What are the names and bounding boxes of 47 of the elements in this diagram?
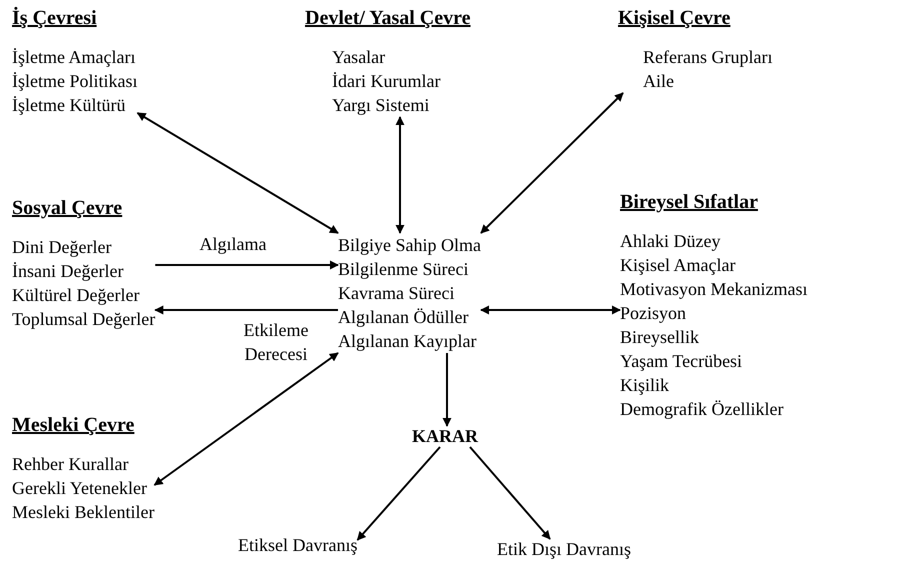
list-item: Kişilik: [620, 374, 670, 397]
arrow: [154, 352, 339, 486]
list-item: Algılanan Ödüller: [338, 306, 470, 329]
list-item: İdari Kurumlar: [332, 70, 442, 93]
list-item: Demografik Özellikler: [620, 398, 784, 421]
list-item: Gerekli Yetenekler: [12, 477, 148, 500]
list-item: Yargı Sistemi: [332, 94, 430, 117]
arrow: [480, 306, 621, 314]
group-heading: Bireysel Sıfatlar: [620, 190, 759, 214]
list-item: Ahlaki Düzey: [620, 230, 722, 253]
list-item: Bilgilenme Süreci: [338, 258, 470, 281]
list-item: Algılanan Kayıplar: [338, 330, 478, 353]
list-item: Toplumsal Değerler: [12, 308, 156, 331]
list-item: Motivasyon Mekanizması: [620, 278, 808, 301]
group-heading: Devlet/ Yasal Çevre: [305, 6, 471, 30]
group-heading: Sosyal Çevre: [12, 196, 124, 220]
group-heading: Kişisel Çevre: [618, 6, 732, 30]
arrow: [154, 306, 338, 314]
list-item: Bireysellik: [620, 326, 700, 349]
list-item: Mesleki Beklentiler: [12, 501, 154, 524]
arrow: [469, 446, 551, 540]
list-item: İşletme Politikası: [12, 70, 138, 93]
list-item: Bilgiye Sahip Olma: [338, 234, 481, 257]
list-item: Kişisel Amaçlar: [620, 254, 736, 277]
outcome-text: Etiksel Davranış: [238, 535, 358, 556]
list-item: Kültürel Değerler: [12, 284, 140, 307]
list-item: Referans Grupları: [643, 46, 772, 69]
list-item: İnsani Değerler: [12, 260, 124, 283]
arrow: [480, 92, 624, 234]
decision-text: KARAR: [412, 426, 478, 447]
group-heading: Mesleki Çevre: [12, 413, 136, 437]
arrow: [396, 116, 404, 234]
list-item: İşletme Kültürü: [12, 94, 126, 117]
list-item: Dini Değerler: [12, 236, 112, 259]
group-heading: İş Çevresi: [12, 6, 98, 30]
arrow: [136, 112, 339, 234]
list-item: İşletme Amaçları: [12, 46, 136, 69]
list-item: Yaşam Tecrübesi: [620, 350, 744, 373]
arrow: [442, 353, 452, 427]
list-item: Rehber Kurallar: [12, 453, 130, 476]
outcome-text: Etik Dışı Davranış: [497, 539, 631, 560]
list-item: Aile: [643, 70, 675, 93]
list-item: Pozisyon: [620, 302, 688, 325]
list-item: Kavrama Süreci: [338, 282, 456, 305]
list-item: Yasalar: [332, 46, 386, 69]
arrow: [155, 260, 339, 270]
arrow: [356, 446, 441, 541]
